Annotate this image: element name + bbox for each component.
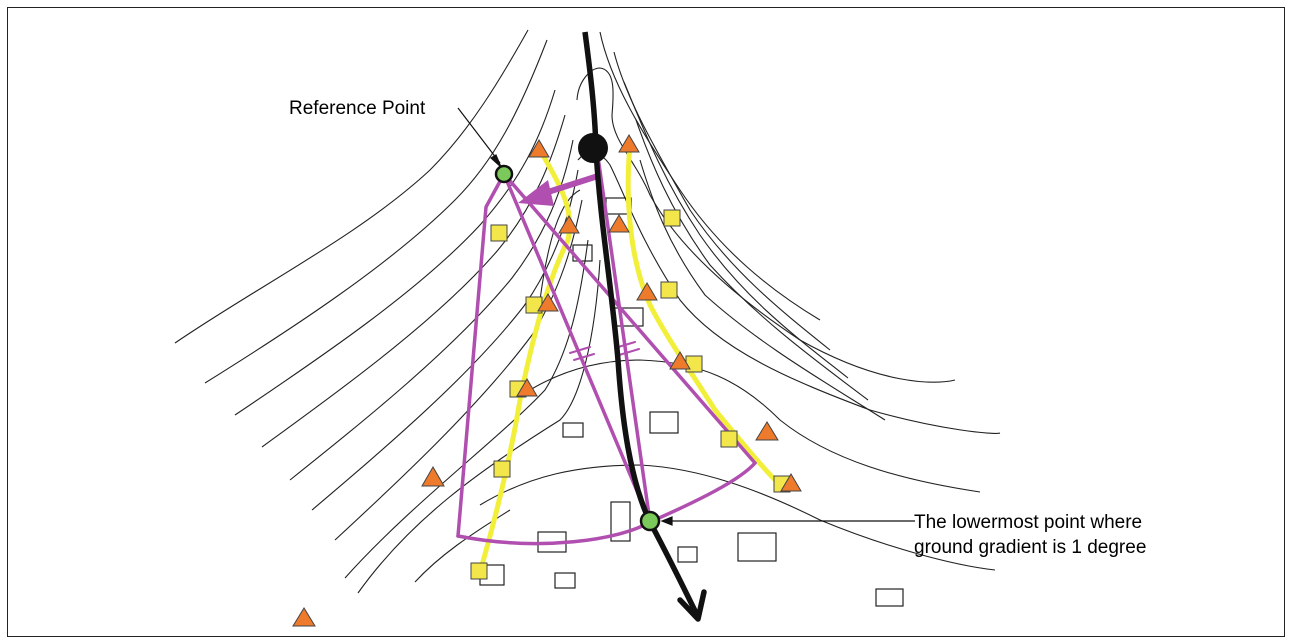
orange-triangle-icon bbox=[618, 134, 640, 153]
building-outline bbox=[554, 572, 576, 589]
yellow-boundary-lines bbox=[477, 142, 783, 575]
contour-line bbox=[344, 239, 589, 579]
contour-line bbox=[414, 509, 511, 583]
reference-leader-line bbox=[457, 107, 501, 164]
arrowhead-icon bbox=[677, 589, 707, 622]
arrowhead-icon bbox=[518, 180, 554, 206]
lowermost-point-label-line1: The lowermost point where bbox=[914, 512, 1142, 533]
yellow-square-icon bbox=[660, 281, 678, 299]
contour-line bbox=[234, 89, 556, 416]
hazard-zone-center-line bbox=[502, 172, 652, 524]
arrowhead-icon bbox=[660, 516, 673, 526]
orange-triangle-markers bbox=[292, 134, 802, 627]
equal-tick-marks bbox=[569, 341, 640, 361]
building-outline bbox=[562, 422, 584, 438]
debris-flow-path bbox=[578, 31, 707, 622]
contour-line bbox=[539, 189, 581, 301]
yellow-square-icon bbox=[685, 355, 703, 373]
yellow-boundary-right bbox=[625, 142, 783, 488]
arrowhead-icon bbox=[489, 154, 502, 168]
orange-triangle-icon bbox=[755, 421, 779, 441]
green-points bbox=[494, 164, 661, 532]
reference-point-marker bbox=[494, 164, 514, 184]
orange-triangle-icon bbox=[528, 139, 550, 158]
contour-line bbox=[623, 81, 849, 379]
yellow-square-icon bbox=[470, 562, 488, 580]
orange-triangle-icon bbox=[669, 351, 691, 370]
yellow-square-icon bbox=[663, 209, 681, 227]
building-outline bbox=[677, 546, 698, 563]
flow-path-line bbox=[582, 31, 701, 619]
contour-line bbox=[576, 67, 956, 383]
diagram-frame bbox=[7, 7, 1285, 637]
contour-line bbox=[577, 152, 1001, 434]
lowermost-point-marker bbox=[639, 510, 661, 532]
direction-arrow-shaft bbox=[547, 173, 599, 195]
black-circle-icon bbox=[578, 133, 608, 163]
orange-triangle-icon bbox=[780, 473, 802, 492]
building-outline bbox=[610, 501, 631, 542]
contour-line bbox=[204, 39, 548, 384]
lowermost-point-label-line2: ground gradient is 1 degree bbox=[914, 537, 1146, 558]
contour-line bbox=[334, 199, 583, 541]
contour-line bbox=[174, 29, 529, 344]
hazard-zone bbox=[456, 148, 757, 546]
orange-triangle-icon bbox=[537, 293, 559, 312]
hazard-zone-left-edge bbox=[456, 172, 506, 538]
contour-line bbox=[311, 169, 579, 511]
hazard-zone-right-edge bbox=[502, 172, 757, 465]
contour-line bbox=[289, 139, 574, 481]
orange-triangle-icon bbox=[292, 607, 316, 627]
orange-triangle-icon bbox=[516, 378, 538, 397]
reference-point-label: Reference Point bbox=[289, 98, 426, 119]
yellow-boundary-left bbox=[477, 147, 573, 575]
orange-triangle-icon bbox=[636, 282, 658, 301]
orange-triangle-icon bbox=[608, 214, 630, 233]
building-outline bbox=[649, 411, 679, 434]
orange-triangle-icon bbox=[421, 466, 445, 487]
orange-triangle-icon bbox=[558, 215, 580, 234]
contour-line bbox=[521, 359, 981, 493]
contour-line bbox=[357, 259, 601, 594]
yellow-square-markers bbox=[470, 209, 791, 580]
direction-arrow bbox=[518, 173, 599, 206]
building-outline bbox=[737, 532, 777, 562]
yellow-square-icon bbox=[490, 224, 508, 242]
yellow-square-icon bbox=[720, 430, 738, 448]
building-outline bbox=[875, 588, 904, 607]
contour-line bbox=[635, 119, 869, 401]
hazard-zone-source-line bbox=[595, 148, 652, 524]
yellow-square-icon bbox=[493, 460, 511, 478]
label-leaders bbox=[457, 107, 915, 526]
contour-line bbox=[599, 31, 821, 321]
